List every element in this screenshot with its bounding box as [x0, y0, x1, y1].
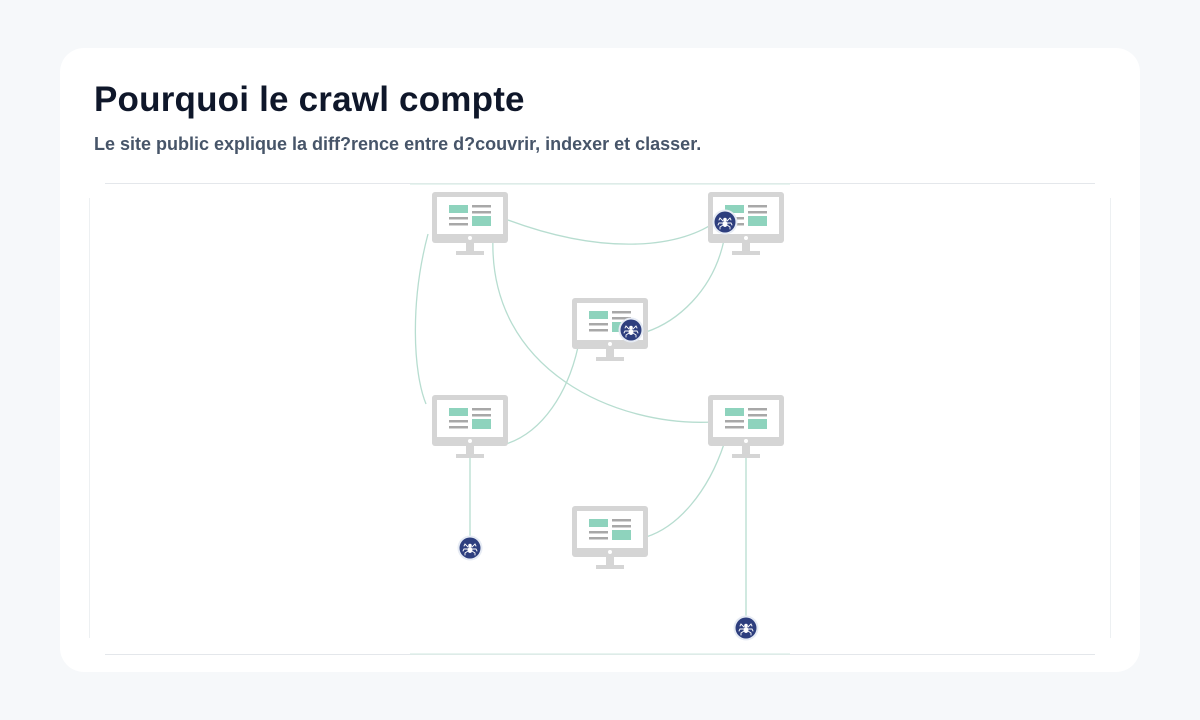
link-line: [414, 233, 429, 405]
computer-icon: [432, 192, 508, 255]
link-line: [507, 219, 719, 245]
link-line: [505, 346, 579, 445]
crawl-illustration: [88, 182, 1112, 656]
crawl-network-diagram: [89, 183, 1111, 655]
page-subtitle: Le site public explique la diff?rence en…: [94, 134, 702, 154]
link-line: [492, 236, 714, 423]
computer-icon: [432, 395, 508, 458]
link-lines: [414, 219, 747, 618]
spider-icon: [457, 535, 483, 561]
spider-icon: [618, 317, 644, 343]
computer-icon: [572, 506, 648, 569]
page-title: Pourquoi le crawl compte: [94, 80, 525, 119]
spider-icon: [733, 615, 759, 641]
computer-icon: [708, 395, 784, 458]
link-line: [645, 443, 725, 538]
link-line: [645, 239, 725, 333]
spider-icon: [712, 209, 738, 235]
